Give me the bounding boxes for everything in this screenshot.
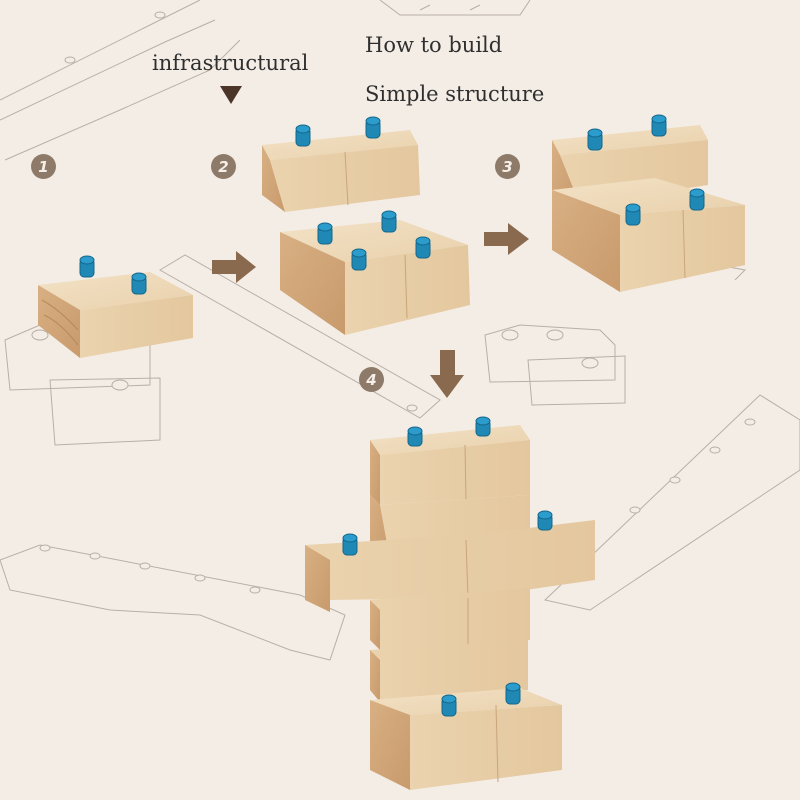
down-arrow-icon (430, 350, 464, 398)
step-4-tower (305, 425, 595, 790)
step-2-base-blocks (280, 220, 470, 335)
step-3-badge: 3 (495, 154, 520, 179)
peg-group (79, 114, 705, 717)
down-triangle-icon (220, 86, 242, 104)
step-2-badge: 2 (211, 154, 236, 179)
right-arrow-icon (212, 251, 256, 283)
simple-structure-label: Simple structure (365, 82, 545, 106)
step-1-badge: 1 (31, 154, 56, 179)
step-2-top-block (262, 130, 420, 212)
step-1-block (38, 272, 193, 358)
step-4-badge: 4 (359, 367, 384, 392)
infrastructural-label: infrastructural (152, 51, 309, 75)
how-to-build-label: How to build (365, 33, 503, 57)
right-arrow-icon (484, 223, 529, 255)
step-3-stack (552, 125, 745, 292)
